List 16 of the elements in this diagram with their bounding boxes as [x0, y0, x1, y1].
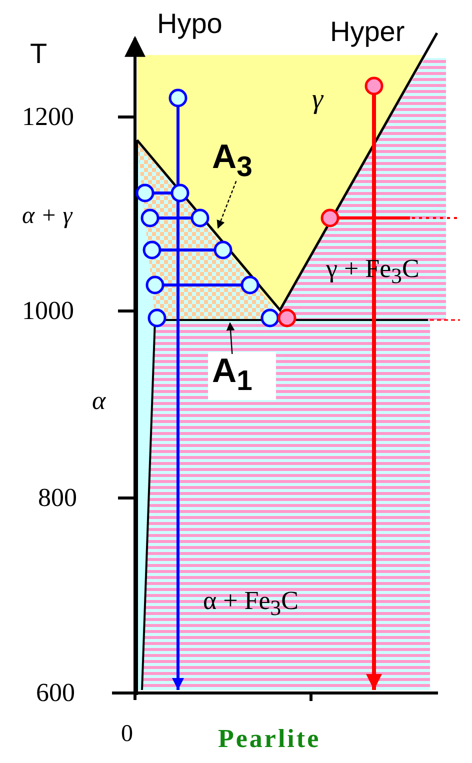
phase-label: γ — [312, 86, 324, 114]
line-label: A$_{3}$ — [212, 140, 252, 182]
leader-line — [226, 322, 235, 354]
tick-label: 1000 — [22, 298, 74, 324]
axis-label: T — [30, 40, 48, 68]
tick-label: 800 — [38, 485, 77, 511]
leader-line — [216, 180, 237, 229]
region-label: Hypo — [157, 10, 222, 38]
tick-label: 600 — [36, 680, 75, 706]
axis-title: Pearlite — [218, 726, 321, 752]
phase-label: α + γ — [22, 204, 72, 228]
phase-label: α — [92, 388, 106, 414]
phase-label: α + Fe$_{3}$C — [203, 588, 298, 620]
region-label: Hyper — [330, 18, 405, 46]
tick-label: 0 — [121, 722, 133, 746]
tick-label: 1200 — [22, 104, 74, 130]
